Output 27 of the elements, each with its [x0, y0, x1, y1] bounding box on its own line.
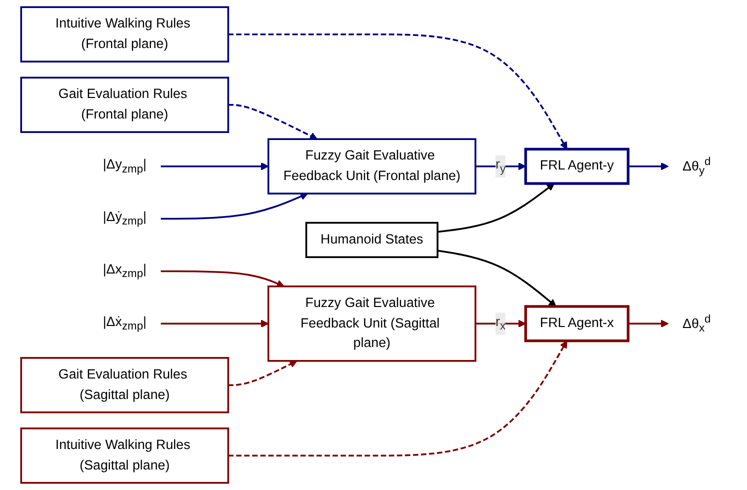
dashed-arrow [228, 340, 568, 457]
arrow [161, 192, 308, 220]
arrow [438, 183, 555, 233]
process-box: Intuitive Walking Rules (Frontal plane) [20, 6, 230, 62]
math-label: |Δẋ$_{zmp}$| [103, 314, 147, 332]
arrow [438, 250, 557, 307]
process-box: Fuzzy Gait Evaluative Feedback Unit (Frontal plane) [268, 138, 477, 194]
agent-box: FRL Agent-x [524, 305, 630, 342]
dashed-arrow [228, 360, 298, 386]
arrow [161, 270, 285, 288]
process-box: Fuzzy Gait Evaluative Feedback Unit (Sagittal plane) [268, 285, 477, 362]
agent-box: FRL Agent-y [524, 148, 630, 185]
arrow [161, 320, 270, 328]
dashed-arrow [228, 104, 318, 140]
arrow [628, 162, 670, 170]
math-label: |Δx$_{zmp}$| [103, 262, 147, 280]
process-box: Gait Evaluation Rules (Sagittal plane) [20, 357, 230, 414]
process-box: Gait Evaluation Rules (Frontal plane) [20, 76, 230, 133]
arrow [628, 320, 670, 328]
arrow [476, 162, 526, 170]
arrow [476, 320, 526, 328]
math-label: |Δẏ$_{zmp}$| [103, 210, 147, 228]
math-label: |Δy$_{zmp}$| [103, 157, 147, 175]
process-box: Intuitive Walking Rules (Sagittal plane) [20, 428, 230, 484]
arrow [161, 162, 270, 170]
dashed-arrow [228, 33, 568, 150]
process-box: Humanoid States [306, 222, 439, 258]
